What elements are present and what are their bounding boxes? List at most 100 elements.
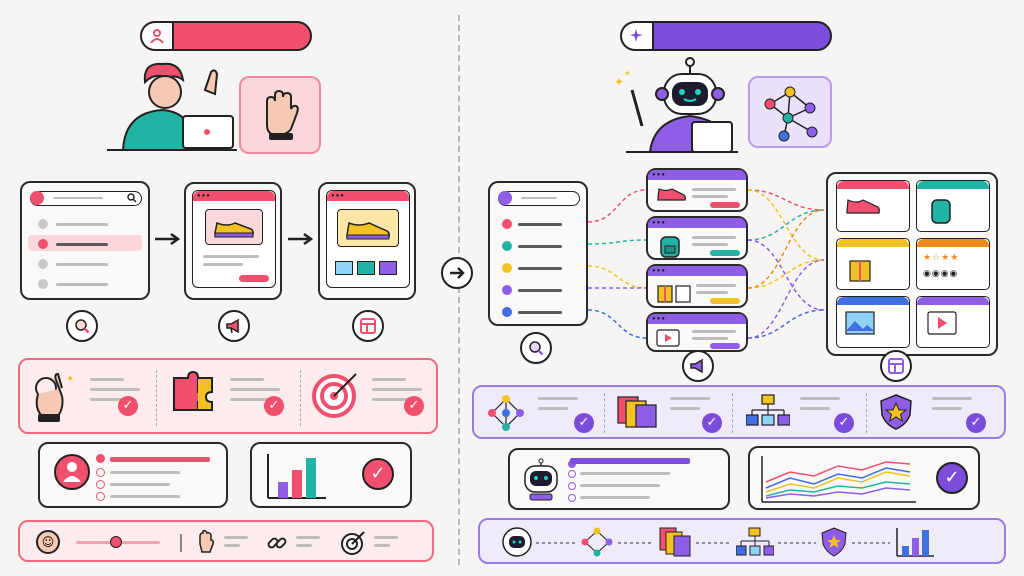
product-card: ●●●: [184, 182, 282, 300]
ai-search-circle[interactable]: [520, 332, 552, 364]
documents-icon: [659, 527, 691, 557]
left-benefits-box: ✦ ✓ ✓ ✓: [18, 358, 438, 434]
search-icon: [75, 319, 90, 334]
grid-tile-backpack[interactable]: [916, 180, 990, 232]
person-at-laptop-illustration: [107, 62, 237, 151]
hierarchy-icon: [736, 527, 774, 556]
content-card-backpack[interactable]: ●●●: [646, 216, 748, 260]
right-header-pill: [620, 21, 832, 51]
product-detail-card: ●●●: [318, 182, 416, 300]
search-list-card: [20, 181, 150, 300]
shoe-icon: [346, 221, 390, 240]
network-box: [748, 76, 832, 148]
list-dot: [38, 259, 48, 269]
check-icon: ✓: [404, 396, 424, 416]
bar-chart-icon: [896, 528, 934, 557]
hierarchy-icon: [746, 394, 790, 426]
line-chart-card: ✓: [748, 446, 980, 510]
backpack-icon: [660, 236, 680, 258]
grid-tile-gift[interactable]: [836, 238, 910, 290]
puzzle-icon: [173, 370, 213, 411]
check-icon: ✓: [966, 413, 986, 433]
hand-stop-icon: [266, 89, 299, 140]
buy-button[interactable]: [239, 275, 269, 282]
emoji-icon: ☺: [36, 530, 60, 554]
documents-icon: [617, 396, 657, 428]
checklist-icon: [96, 454, 216, 502]
robot-icon: [502, 527, 532, 557]
profile-card: [38, 442, 228, 508]
link-icon: [267, 537, 287, 549]
sparkle-icon: [630, 29, 643, 42]
center-arrow-button[interactable]: [441, 257, 473, 289]
video-icon: [927, 311, 957, 335]
user-avatar-icon: [63, 462, 81, 482]
content-card-shoe[interactable]: ●●●: [646, 168, 748, 212]
megaphone-circle[interactable]: [218, 310, 250, 342]
list-dot: [38, 219, 48, 229]
megaphone-icon: [226, 318, 239, 334]
ai-megaphone-circle[interactable]: [682, 350, 714, 382]
megaphone-icon: [690, 358, 703, 374]
left-header-pill: [140, 21, 312, 51]
hand-stop-box: [239, 76, 321, 154]
list-dot: [38, 239, 48, 249]
content-card-gift[interactable]: ●●●: [646, 264, 748, 308]
grid-tile-shoe[interactable]: [836, 180, 910, 232]
progress-thumb[interactable]: [110, 536, 122, 548]
check-icon: ✓: [834, 413, 854, 433]
layout-icon: [360, 318, 376, 334]
svg-text:✦: ✦: [614, 75, 624, 89]
check-icon: ✓: [936, 462, 968, 494]
image-icon: [845, 311, 875, 335]
check-icon: ✓: [118, 396, 138, 416]
shoe-icon: [214, 221, 254, 238]
connection-lines: [588, 189, 825, 339]
ok-hand-icon: ✦: [35, 372, 74, 422]
shoe-icon: [846, 199, 880, 214]
search-bar[interactable]: [498, 191, 580, 206]
grid-tile-video[interactable]: [916, 296, 990, 348]
check-icon: ✓: [574, 413, 594, 433]
robot-icon: [524, 458, 558, 501]
pipeline-arrows: [536, 542, 890, 544]
bar-chart-icon: [267, 454, 326, 499]
left-pipeline-bar: ☺: [18, 520, 434, 562]
center-divider: [458, 15, 460, 565]
grid-tile-ratings[interactable]: ★☆★★ ◉◉◉◉: [916, 238, 990, 290]
shield-star-icon: [821, 527, 847, 557]
search-icon: [529, 341, 544, 356]
list-dot: [38, 279, 48, 289]
check-icon: ✓: [362, 458, 394, 490]
bar-chart-card: ✓: [250, 442, 412, 508]
person-icon: [150, 29, 164, 44]
ai-layout-circle[interactable]: [880, 350, 912, 382]
shield-star-icon: [880, 394, 912, 430]
rating-stars: ★☆★★: [923, 253, 960, 263]
user-icons: ◉◉◉◉: [923, 269, 959, 279]
search-bar[interactable]: [30, 191, 142, 206]
backpack-icon: [931, 199, 951, 224]
right-benefits-box: ✓ ✓ ✓ ✓: [472, 385, 1006, 439]
network-icon: [581, 527, 613, 557]
layout-circle[interactable]: [352, 310, 384, 342]
robot-profile-card: [508, 448, 730, 510]
recommendation-grid: ★☆★★ ◉◉◉◉: [826, 172, 998, 356]
check-icon: ✓: [702, 413, 722, 433]
target-icon: [341, 531, 365, 555]
video-icon: [656, 329, 680, 347]
search-circle[interactable]: [66, 310, 98, 342]
content-card-video[interactable]: ●●●: [646, 312, 748, 352]
line-chart-icon: [761, 456, 916, 503]
check-icon: ✓: [264, 396, 284, 416]
robot-at-laptop-illustration: ✦ ✦: [614, 57, 738, 153]
gift-icon: [849, 260, 871, 282]
gift-icon: [657, 285, 691, 303]
hand-stop-icon: [199, 530, 214, 553]
svg-text:✦: ✦: [66, 374, 74, 385]
svg-text:✦: ✦: [624, 69, 631, 78]
search-icon: [127, 193, 137, 203]
ai-search-list-card: [488, 181, 588, 326]
arrow-right-icon: [450, 267, 465, 279]
grid-tile-image[interactable]: [836, 296, 910, 348]
